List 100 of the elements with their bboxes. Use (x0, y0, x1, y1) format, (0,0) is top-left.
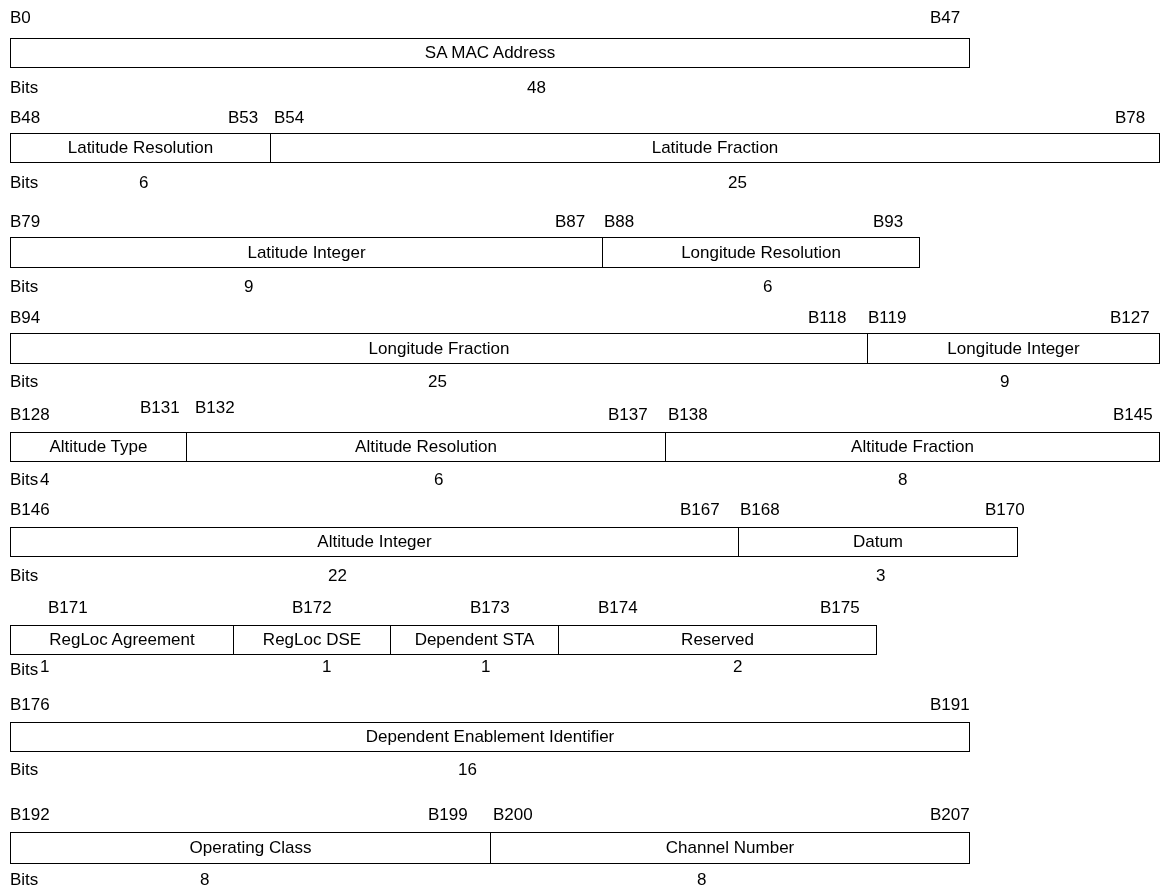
bit-label: B131 (140, 398, 180, 418)
bit-label: B146 (10, 500, 50, 520)
field-box (10, 625, 234, 655)
field-box (10, 432, 187, 462)
field-name: Latitude Resolution (67, 138, 214, 158)
field-box (10, 527, 739, 557)
bit-label: B94 (10, 308, 41, 328)
field-name: Latitude Fraction (651, 138, 779, 158)
bit-label: B207 (930, 805, 970, 825)
field-name: Altitude Resolution (355, 437, 497, 457)
bit-width: 4 (40, 470, 50, 490)
bit-width: 6 (139, 173, 149, 193)
bit-label: B48 (10, 108, 41, 128)
bit-width: 25 (428, 372, 447, 392)
bit-width: 9 (1000, 372, 1010, 392)
bit-label: B171 (48, 598, 88, 618)
bit-width: 2 (733, 657, 743, 677)
field-name: Operating Class (189, 838, 312, 858)
field-name: Altitude Integer (317, 532, 432, 552)
bit-label: B127 (1110, 308, 1150, 328)
bit-label: B78 (1115, 108, 1146, 128)
bit-width: 8 (898, 470, 908, 490)
field-name: Dependent STA (414, 630, 535, 650)
bit-width: 8 (200, 870, 210, 888)
field-box (10, 333, 868, 364)
bit-label: B167 (680, 500, 720, 520)
bit-width: 6 (434, 470, 444, 490)
bit-label: Bits (10, 760, 39, 780)
bit-label: B47 (930, 8, 961, 28)
field-box (10, 38, 970, 68)
bit-label: B199 (428, 805, 468, 825)
bit-label: B0 (10, 8, 31, 28)
bit-label: B145 (1113, 405, 1153, 425)
field-box (233, 625, 391, 655)
field-name: Reserved (681, 630, 754, 650)
field-name: RegLoc Agreement (49, 630, 195, 650)
field-name: Datum (852, 532, 904, 552)
bit-label: B176 (10, 695, 50, 715)
field-box (390, 625, 559, 655)
field-box (10, 722, 970, 752)
bit-label: Bits (10, 566, 39, 586)
bit-label: Bits (10, 277, 39, 297)
bit-width: 8 (697, 870, 707, 888)
bit-label: B192 (10, 805, 50, 825)
bit-width: 16 (458, 760, 477, 780)
bit-label: B191 (930, 695, 970, 715)
bit-label: B118 (808, 308, 847, 328)
field-box (186, 432, 666, 462)
field-box (738, 527, 1018, 557)
bit-label: B173 (470, 598, 510, 618)
bit-label: B138 (668, 405, 708, 425)
bit-label: Bits (10, 870, 39, 888)
bit-width: 9 (244, 277, 254, 297)
bit-width: 1 (322, 657, 332, 677)
bit-label: Bits (10, 173, 39, 193)
field-name: Channel Number (665, 838, 795, 858)
bit-label: B168 (740, 500, 780, 520)
bit-width: 48 (527, 78, 546, 98)
bit-label: B172 (292, 598, 332, 618)
field-box (665, 432, 1160, 462)
field-box (10, 832, 491, 864)
field-name: Longitude Integer (947, 338, 1080, 359)
bit-label: B137 (608, 405, 648, 425)
bit-label: B170 (985, 500, 1025, 520)
bit-label: B54 (274, 108, 305, 128)
bit-width: 22 (328, 566, 347, 586)
bit-label: B174 (598, 598, 638, 618)
bit-label: B128 (10, 405, 50, 425)
bit-label: Bits (10, 660, 39, 680)
bit-width: 3 (876, 566, 886, 586)
field-name: RegLoc DSE (262, 630, 362, 650)
field-name: Longitude Resolution (681, 242, 841, 263)
field-name: Longitude Fraction (368, 338, 510, 359)
field-name: Latitude Integer (247, 242, 366, 263)
field-box (867, 333, 1160, 364)
field-box (270, 133, 1160, 163)
field-box (490, 832, 970, 864)
bit-label: B132 (195, 398, 235, 418)
bit-label: B53 (228, 108, 259, 128)
field-name: Altitude Type (49, 437, 148, 457)
bit-label: B88 (604, 212, 635, 232)
field-name: Altitude Fraction (851, 437, 974, 457)
field-name: SA MAC Address (424, 43, 556, 63)
bit-label: B87 (555, 212, 586, 232)
field-box (558, 625, 877, 655)
field-box (10, 237, 603, 268)
bit-label: Bits (10, 372, 39, 392)
field-box (10, 133, 271, 163)
bit-label: B119 (868, 308, 907, 328)
bit-label: Bits (10, 470, 39, 490)
bit-label: B93 (873, 212, 904, 232)
bit-width: 25 (728, 173, 747, 193)
bit-width: 1 (481, 657, 491, 677)
field-name: Dependent Enablement Identifier (365, 727, 615, 747)
bit-label: Bits (10, 78, 39, 98)
bit-label: B79 (10, 212, 41, 232)
bit-label: B200 (493, 805, 533, 825)
field-box (602, 237, 920, 268)
bit-width: 1 (40, 657, 50, 677)
bit-label: B175 (820, 598, 860, 618)
